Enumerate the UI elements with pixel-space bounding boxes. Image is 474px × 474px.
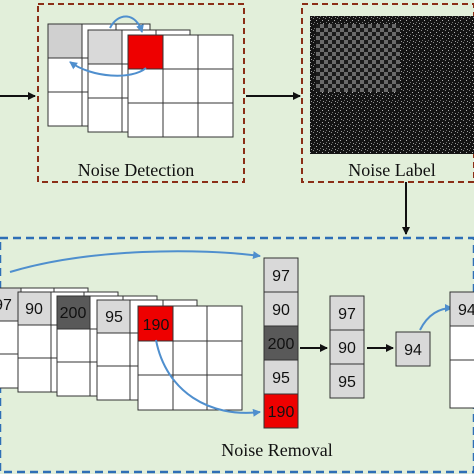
- window-value-1: 97: [0, 297, 12, 314]
- detection-stack: [47, 15, 234, 138]
- column-value-2: 90: [272, 302, 290, 319]
- filtered-value-1: 97: [338, 306, 356, 323]
- noise-label-box: [301, 3, 474, 183]
- window-value-4: 95: [105, 309, 123, 326]
- removal-stack: 97 90 200 9: [0, 250, 261, 417]
- noise-removal-label: Noise Removal: [221, 440, 332, 460]
- detection-curve-arrow-bottom: [69, 61, 147, 77]
- column-value-3: 200: [268, 336, 295, 353]
- detection-grid-front: [127, 34, 234, 138]
- removal-grid-5: 190: [137, 305, 243, 411]
- detected-noise-pixel: [127, 34, 164, 70]
- column-value-5: 190: [268, 404, 295, 421]
- window-value-2: 90: [25, 301, 43, 318]
- window-value-5: 190: [143, 317, 170, 334]
- result-cell: [395, 331, 431, 367]
- gather-curve-arrow-bottom: [155, 339, 261, 417]
- output-value: 94: [458, 302, 474, 319]
- noise-detection-box: [37, 3, 245, 183]
- filtered-column: 97 90 95: [329, 295, 365, 399]
- detection-curve-arrow-top: [109, 15, 144, 33]
- checkerboard-region: [316, 24, 400, 92]
- noise-label-image: [310, 16, 474, 154]
- result-value: 94: [404, 342, 422, 359]
- window-value-3: 200: [60, 305, 87, 322]
- gathered-column: 97 90 200 95 190: [263, 257, 299, 429]
- column-value-4: 95: [272, 370, 290, 387]
- filtered-value-2: 90: [338, 340, 356, 357]
- gather-curve-arrow-top: [9, 250, 261, 273]
- noise-detection-label: Noise Detection: [78, 160, 194, 180]
- noisy-center-pixel: [137, 305, 174, 342]
- removal-label-backdrop: [214, 436, 340, 462]
- noise-label-label: Noise Label: [348, 160, 435, 180]
- output-grid: 94: [449, 291, 474, 409]
- filtered-value-3: 95: [338, 374, 356, 391]
- result-to-output-arrow: [419, 304, 453, 331]
- column-value-1: 97: [272, 268, 290, 285]
- noise-removal-box: [0, 236, 474, 474]
